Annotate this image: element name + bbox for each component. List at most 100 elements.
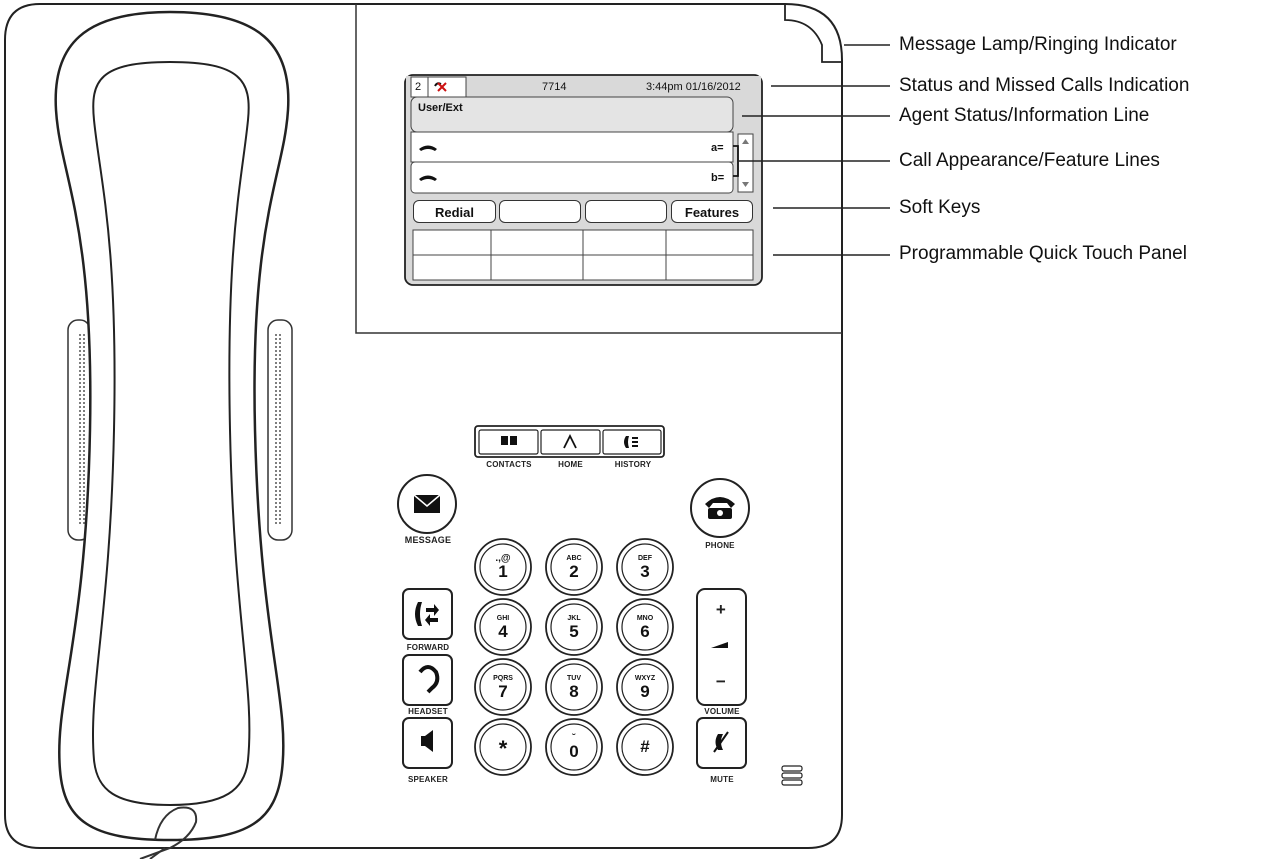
grill-dot (79, 346, 81, 348)
grill-dot (279, 446, 281, 448)
grill-dot (275, 406, 277, 408)
grill-dot (83, 374, 85, 376)
keypad-key-2[interactable] (545, 538, 603, 596)
grill-dot (83, 450, 85, 452)
grill-dot (275, 338, 277, 340)
grill-dot (275, 466, 277, 468)
keypad-letters: JKL (567, 615, 581, 622)
grill-dot (79, 334, 81, 336)
grill-dot (83, 414, 85, 416)
grill-dot (79, 466, 81, 468)
headset-button (402, 654, 453, 706)
grill-dot (275, 454, 277, 456)
callout-lines (738, 44, 890, 256)
keypad-key-12[interactable] (616, 718, 674, 776)
grill-dot (83, 510, 85, 512)
grill-dot (275, 434, 277, 436)
keypad-key-10[interactable] (474, 718, 532, 776)
missed-call-icon (434, 82, 447, 92)
call-line-b-label[interactable]: b= (711, 172, 725, 184)
grill-dot (79, 506, 81, 508)
grill-dot (79, 430, 81, 432)
keypad-letters: TUV (567, 675, 581, 682)
grill-dot (275, 438, 277, 440)
grill-dot (275, 502, 277, 504)
keypad-digit: 0 (569, 742, 579, 761)
envelope-icon (413, 494, 441, 513)
softkey-2[interactable] (499, 200, 581, 223)
grill-dot (275, 362, 277, 364)
grill-dot (83, 418, 85, 420)
grill-dot (279, 490, 281, 492)
book-icon (501, 436, 517, 445)
grill-dot (79, 426, 81, 428)
grill-dot (275, 486, 277, 488)
keypad-key-3[interactable] (616, 538, 674, 596)
keypad-letters: WXYZ (634, 675, 656, 682)
handset-icon (419, 175, 437, 181)
callout-quick-touch: Programmable Quick Touch Panel (899, 243, 1187, 264)
home-button (540, 429, 601, 455)
grill-dot (275, 358, 277, 360)
grill-dot (275, 354, 277, 356)
keypad-key-9[interactable] (616, 658, 674, 716)
keypad-key-5[interactable] (545, 598, 603, 656)
grill-dot (275, 382, 277, 384)
grill-dot (83, 398, 85, 400)
call-line-a-label[interactable]: a= (711, 142, 724, 154)
grill-dot (83, 498, 85, 500)
grill-dot (79, 394, 81, 396)
grill-dot (275, 426, 277, 428)
keypad-key-inner-ring (621, 723, 669, 771)
volume-up[interactable]: + (715, 600, 727, 619)
grill-dot (279, 346, 281, 348)
grill-dot (79, 514, 81, 516)
softkey-redial[interactable]: Redial (413, 200, 496, 223)
home-icon (563, 433, 577, 449)
grill-dot (279, 458, 281, 460)
keypad-key-8[interactable] (545, 658, 603, 716)
grill-dot (275, 450, 277, 452)
grill-dot (279, 450, 281, 452)
speaker-icon (421, 730, 433, 752)
keypad-key-7[interactable] (474, 658, 532, 716)
grill-dot (279, 382, 281, 384)
agent-status-text[interactable]: User/Ext (418, 102, 463, 114)
screen-panel (355, 4, 842, 334)
softkey-features[interactable]: Features (671, 200, 753, 223)
softkey-3[interactable] (585, 200, 667, 223)
call-line-a (410, 131, 734, 163)
grill-dot (275, 418, 277, 420)
grill-dot (83, 474, 85, 476)
handset-icon (419, 145, 437, 151)
grill-dot (275, 334, 277, 336)
grill-dot (279, 374, 281, 376)
grill-dot (79, 510, 81, 512)
grill-dot (79, 342, 81, 344)
grill-dot (83, 518, 85, 520)
grill-dot (279, 506, 281, 508)
grill-dot (79, 482, 81, 484)
grill-dot (79, 474, 81, 476)
keypad-key-4[interactable] (474, 598, 532, 656)
keypad-key-inner-ring (550, 723, 598, 771)
keypad-key-inner-ring (479, 603, 527, 651)
grill-dot (275, 342, 277, 344)
keypad-key-inner-ring (621, 603, 669, 651)
grill-dot (83, 462, 85, 464)
grill-dot (79, 418, 81, 420)
keypad-key-11[interactable] (545, 718, 603, 776)
grill-dot (83, 430, 85, 432)
volume-down[interactable]: − (715, 672, 727, 691)
grill-dot (79, 358, 81, 360)
keypad-digit: 4 (498, 622, 508, 641)
keypad-key-1[interactable] (474, 538, 532, 596)
grill-dot (79, 434, 81, 436)
grill-dot (83, 394, 85, 396)
grill-dot (279, 358, 281, 360)
grill-dot (275, 410, 277, 412)
grill-dot (275, 474, 277, 476)
grill-dot (275, 498, 277, 500)
keypad-key-6[interactable] (616, 598, 674, 656)
